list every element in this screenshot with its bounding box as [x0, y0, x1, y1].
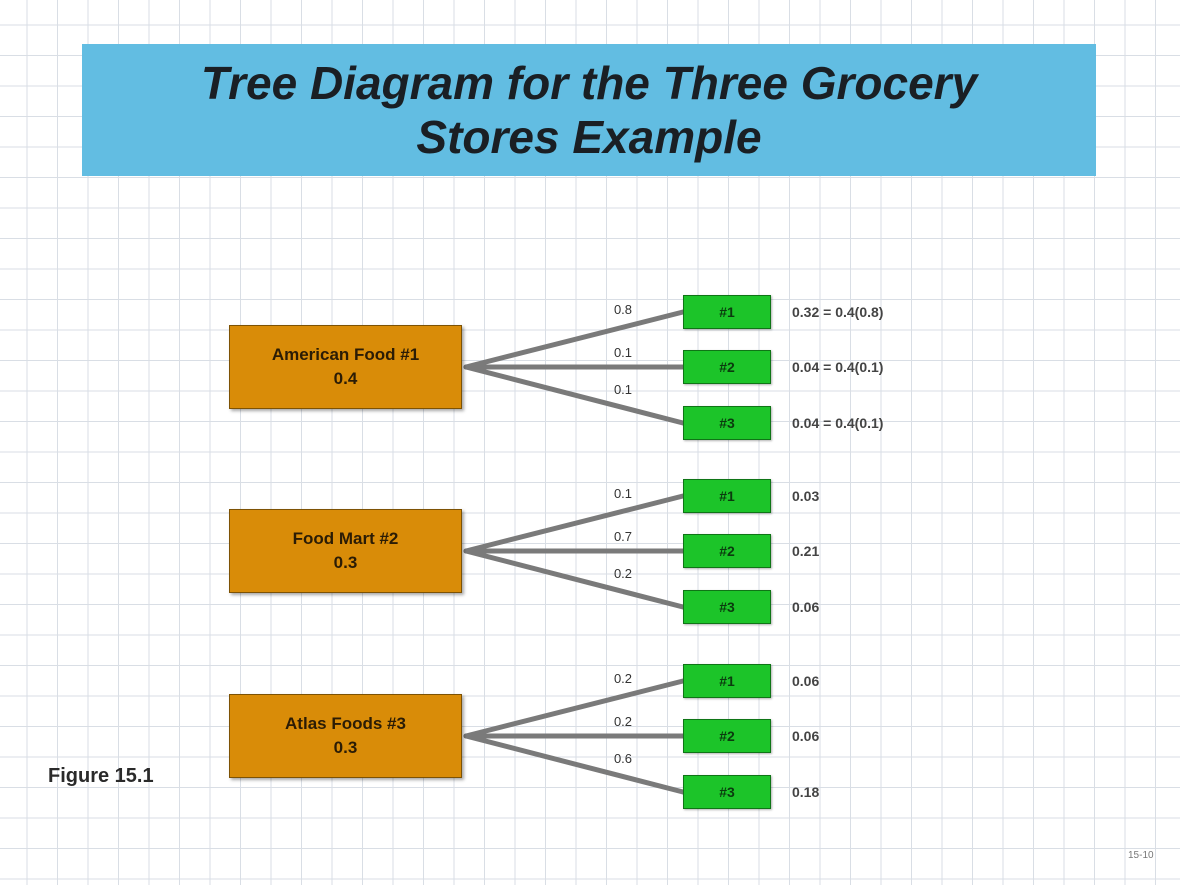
store-prob: 0.3	[333, 553, 358, 572]
title-banner: Tree Diagram for the Three Grocery Store…	[82, 44, 1096, 176]
joint-prob: 0.06	[792, 673, 820, 689]
branch-line	[463, 493, 686, 554]
store-name: American Food #1	[271, 345, 420, 364]
title-line-2: Stores Example	[416, 111, 762, 163]
store-prob: 0.3	[333, 738, 358, 757]
branch-prob: 0.2	[613, 671, 633, 686]
outcome-node: #2	[683, 719, 771, 753]
store-node-american-food: American Food #1 0.4	[229, 325, 462, 409]
store-prob: 0.4	[333, 369, 358, 388]
joint-prob: 0.03	[792, 488, 820, 504]
joint-prob: 0.04 = 0.4(0.1)	[792, 359, 884, 375]
branch-line	[463, 309, 686, 370]
branch-line	[463, 548, 686, 610]
branch-prob: 0.6	[613, 751, 633, 766]
joint-prob: 0.21	[792, 543, 820, 559]
branch-prob: 0.1	[613, 382, 633, 397]
outcome-node: #3	[683, 406, 771, 440]
outcome-node: #1	[683, 664, 771, 698]
joint-prob: 0.18	[792, 784, 820, 800]
outcome-node: #3	[683, 590, 771, 624]
joint-prob: 0.04 = 0.4(0.1)	[792, 415, 884, 431]
branch-prob: 0.1	[613, 486, 633, 501]
store-name: Food Mart #2	[292, 529, 399, 548]
branch-prob: 0.2	[613, 566, 633, 581]
figure-label: Figure 15.1	[48, 765, 154, 787]
branch-prob: 0.1	[613, 345, 633, 360]
store-node-atlas-foods: Atlas Foods #3 0.3	[229, 694, 462, 778]
branch-line	[463, 364, 686, 426]
branch-line	[463, 733, 686, 795]
store-node-food-mart: Food Mart #2 0.3	[229, 509, 462, 593]
branch-line	[463, 678, 686, 739]
joint-prob: 0.06	[792, 728, 820, 744]
outcome-node: #1	[683, 479, 771, 513]
outcome-node: #2	[683, 350, 771, 384]
joint-prob: 0.32 = 0.4(0.8)	[792, 304, 884, 320]
branch-prob: 0.2	[613, 714, 633, 729]
outcome-node: #1	[683, 295, 771, 329]
joint-prob: 0.06	[792, 599, 820, 615]
store-name: Atlas Foods #3	[285, 714, 406, 733]
branch-prob: 0.8	[613, 302, 633, 317]
branch-prob: 0.7	[613, 529, 633, 544]
outcome-node: #3	[683, 775, 771, 809]
slide-number: 15-10	[1128, 850, 1154, 861]
title-line-1: Tree Diagram for the Three Grocery	[200, 57, 978, 109]
outcome-node: #2	[683, 534, 771, 568]
